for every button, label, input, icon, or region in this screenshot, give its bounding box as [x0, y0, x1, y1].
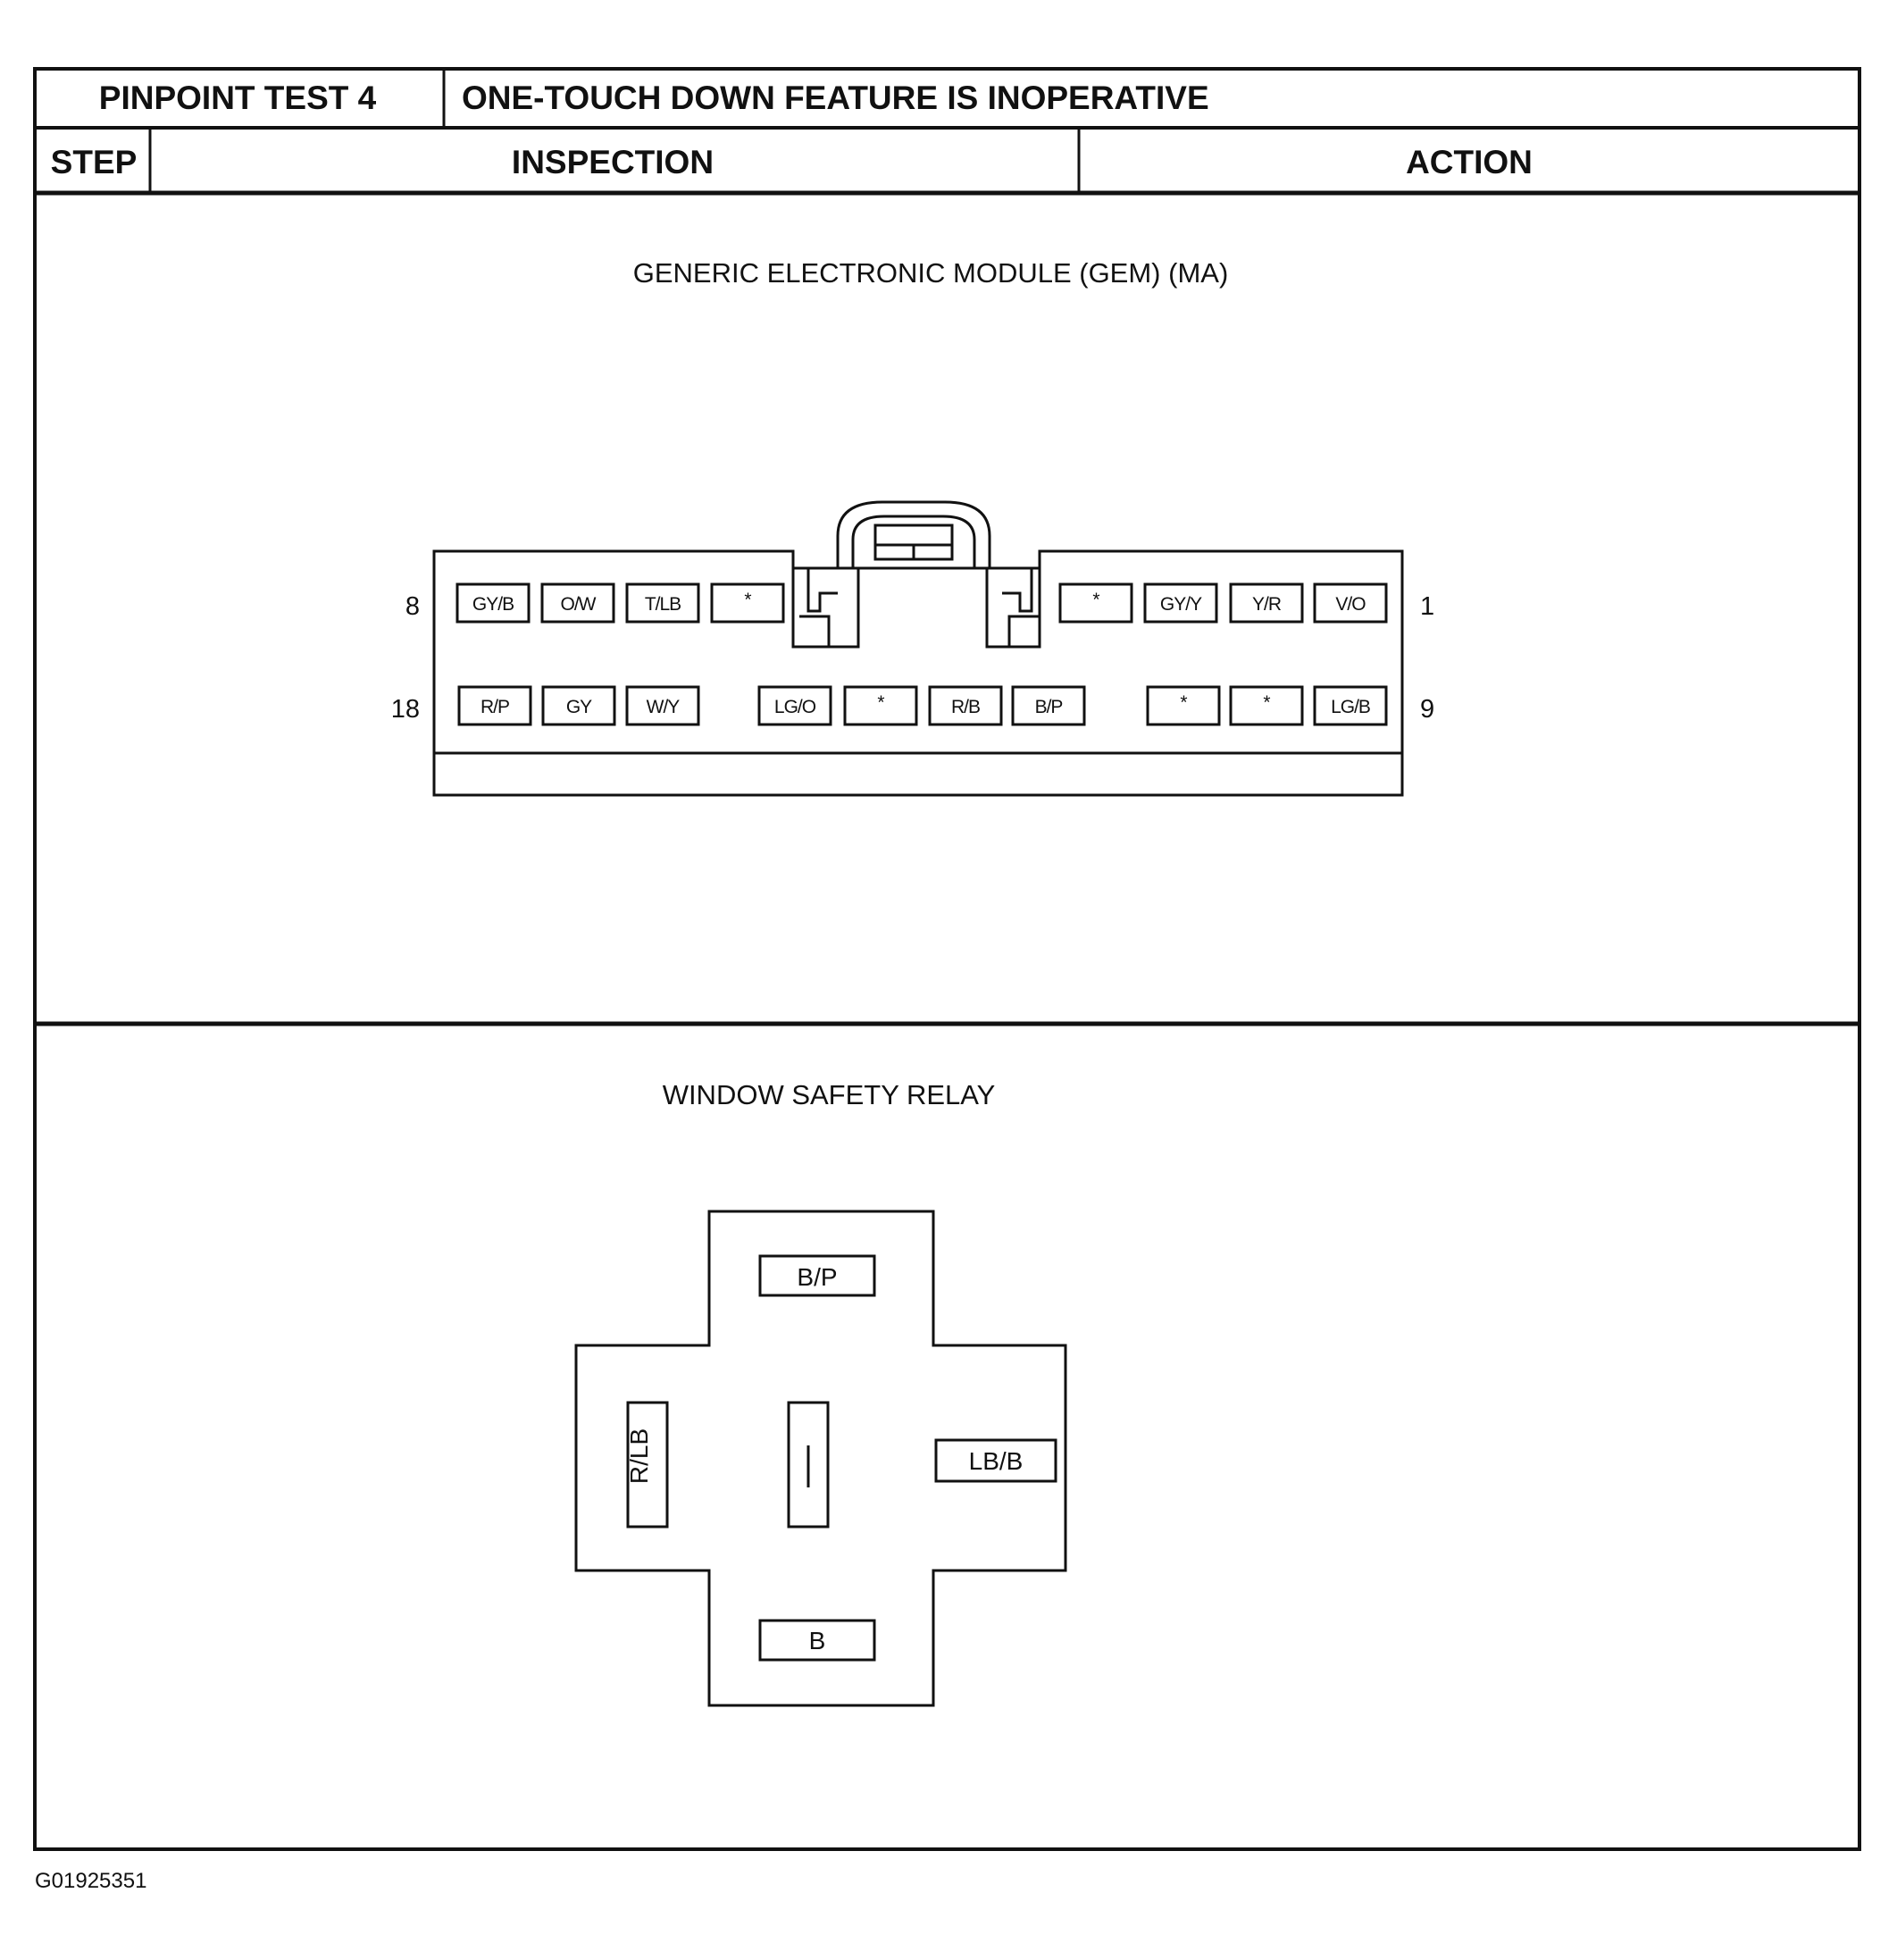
- relay-body: [574, 1210, 1067, 1707]
- relay-pin-center: [787, 1401, 830, 1529]
- gem-row-label-18: 18: [391, 695, 420, 724]
- gem-pin-label: GY/B: [472, 594, 514, 615]
- gem-pin-label: *: [877, 692, 884, 713]
- figure-id: G01925351: [35, 1869, 146, 1893]
- test-id: PINPOINT TEST 4: [99, 80, 377, 116]
- test-title: ONE-TOUCH DOWN FEATURE IS INOPERATIVE: [462, 80, 1209, 116]
- gem-pin-label: LG/B: [1331, 697, 1370, 717]
- relay-title: WINDOW SAFETY RELAY: [663, 1079, 996, 1110]
- gem-pin-label: B/P: [1035, 697, 1063, 717]
- gem-row-label-1: 1: [1420, 592, 1434, 621]
- column-step: STEP: [51, 144, 138, 180]
- outer-frame: [33, 67, 1861, 1851]
- gem-pin-bottom-2: GY: [541, 685, 616, 726]
- relay-pin-top-label: B/P: [797, 1263, 837, 1291]
- gem-pin-bottom-4: LG/O: [757, 685, 832, 726]
- gem-pin-bottom-9: *: [1229, 685, 1304, 726]
- gem-pin-top-2: O/W: [540, 582, 615, 624]
- relay-pin-bottom: B: [758, 1619, 876, 1662]
- gem-pin-bottom-10: LG/B: [1313, 685, 1388, 726]
- column-inspection: INSPECTION: [512, 144, 714, 180]
- gem-pin-label: V/O: [1335, 594, 1366, 615]
- relay-pin-bottom-label: B: [809, 1627, 826, 1654]
- gem-pin-top-3: T/LB: [625, 582, 700, 624]
- gem-pin-bottom-7: B/P: [1011, 685, 1086, 726]
- gem-pin-top-5: *: [1058, 582, 1133, 624]
- relay-pin-left: R/LB: [625, 1401, 669, 1529]
- gem-pin-top-6: GY/Y: [1143, 582, 1218, 624]
- gem-pin-bottom-3: W/Y: [625, 685, 700, 726]
- gem-pin-top-8: V/O: [1313, 582, 1388, 624]
- gem-pin-label: R/B: [951, 697, 980, 717]
- gem-pin-bottom-1: R/P: [457, 685, 532, 726]
- gem-pin-group: GY/B O/W T/LB * * GY/Y Y/R V/O R/P GY W/Y LG/O * R/B B…: [455, 582, 1388, 726]
- relay-pin-right-label: LB/B: [969, 1447, 1024, 1475]
- gem-pin-label: GY/Y: [1160, 594, 1202, 615]
- relay-pin-left-label: R/LB: [625, 1428, 653, 1484]
- gem-pin-label: GY: [566, 697, 592, 717]
- gem-row-label-9: 9: [1420, 695, 1434, 724]
- gem-pin-label: *: [744, 590, 751, 610]
- gem-pin-label: O/W: [561, 594, 597, 615]
- gem-pin-top-7: Y/R: [1229, 582, 1304, 624]
- gem-pin-label: *: [1092, 590, 1099, 610]
- gem-pin-label: *: [1180, 692, 1187, 713]
- gem-pin-bottom-5: *: [843, 685, 918, 726]
- gem-pin-top-1: GY/B: [455, 582, 531, 624]
- relay-pin-top: B/P: [758, 1254, 876, 1297]
- gem-pin-label: *: [1263, 692, 1270, 713]
- gem-pin-label: LG/O: [774, 697, 816, 717]
- gem-connector: [432, 500, 1404, 797]
- gem-title: GENERIC ELECTRONIC MODULE (GEM) (MA): [633, 257, 1229, 289]
- gem-pin-label: T/LB: [645, 594, 681, 615]
- gem-pin-label: R/P: [481, 697, 509, 717]
- gem-pin-label: W/Y: [647, 697, 681, 717]
- gem-row-label-8: 8: [405, 592, 420, 621]
- gem-pin-bottom-6: R/B: [928, 685, 1003, 726]
- column-action: ACTION: [1406, 144, 1533, 180]
- gem-pin-label: Y/R: [1252, 594, 1282, 615]
- gem-pin-top-4: *: [710, 582, 785, 624]
- gem-pin-bottom-8: *: [1146, 685, 1221, 726]
- relay-pin-right: LB/B: [934, 1438, 1057, 1483]
